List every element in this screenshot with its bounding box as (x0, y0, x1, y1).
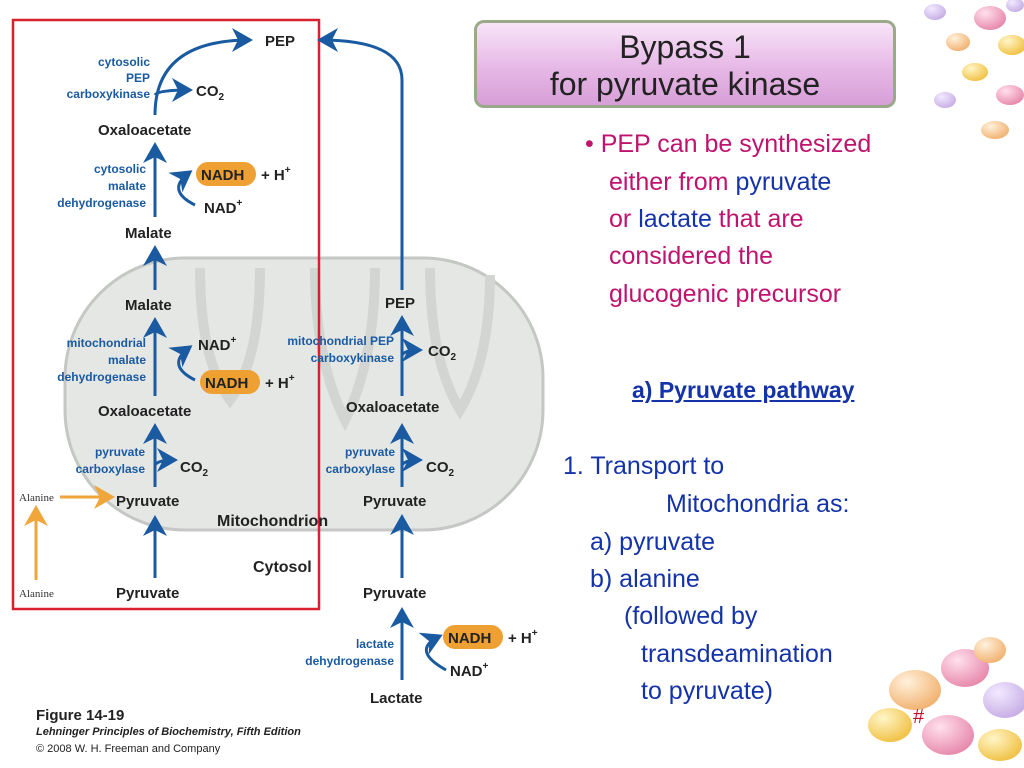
h-lactate-label: + H+ (508, 628, 538, 647)
co2-left-label: CO2 (180, 459, 209, 479)
cyto-mdh-line1: cytosolic (94, 162, 146, 176)
nadh-lactate-label: NADH (448, 630, 491, 647)
nad-mito-label: NAD+ (198, 335, 237, 354)
slide-number: # (913, 706, 925, 728)
pyr-carb-left-line2: carboxylase (76, 462, 146, 476)
bullet-line3-a: or (609, 205, 639, 233)
pyr-carb-right-line2: carboxylase (326, 462, 396, 476)
right-column-arrows (317, 28, 447, 680)
co2-right-top-label: CO2 (428, 343, 457, 363)
nadh-pill-lactate (443, 625, 503, 649)
malate-mito-label: Malate (125, 297, 172, 314)
ldh-line2: dehydrogenase (305, 654, 394, 668)
oaa-mito-left-label: Oxaloacetate (98, 403, 191, 420)
cyto-mdh-line3: dehydrogenase (57, 196, 146, 210)
pyr-carb-left-line1: pyruvate (95, 445, 145, 459)
section-heading: a) Pyruvate pathway (632, 377, 855, 403)
mito-mdh-line2: malate (108, 353, 146, 367)
pyruvate-mito-right-label: Pyruvate (363, 493, 426, 510)
transport-line2: Mitochondria as: (666, 490, 850, 518)
figure-copyright: © 2008 W. H. Freeman and Company (36, 743, 221, 755)
bullet-line2-a: either from (609, 168, 736, 196)
oaa-mito-right-label: Oxaloacetate (346, 399, 439, 416)
bullet-line5: glucogenic precursor (609, 280, 842, 308)
pyruvate-cyto-left-label: Pyruvate (116, 585, 179, 602)
nad-cyto-label: NAD+ (204, 198, 243, 217)
cyto-pepck-line2: PEP (126, 71, 150, 85)
cytosol-label: Cytosol (253, 559, 312, 576)
h-mito-label: + H+ (265, 373, 295, 392)
h-cyto-label: + H+ (261, 165, 291, 184)
mitochondrion-membrane (63, 256, 545, 532)
bullet-line1: • PEP can be synthesized (585, 130, 872, 158)
left-column-arrows (143, 28, 253, 578)
pep-mito-label: PEP (385, 295, 415, 312)
alanine-cyto-label: Alanine (19, 588, 54, 600)
nad-lactate-label: NAD+ (450, 661, 489, 680)
co2-right-label: CO2 (426, 459, 455, 479)
mito-pepck-line2: carboxykinase (311, 351, 395, 365)
nadh-pill-cyto (196, 162, 256, 186)
bullet-lactate: lactate (638, 205, 712, 233)
malate-cyto-label: Malate (125, 225, 172, 242)
candy-eggs-top-right (924, 0, 1024, 139)
pyruvate-cyto-right-label: Pyruvate (363, 585, 426, 602)
cyto-pepck-line3: carboxykinase (67, 87, 151, 101)
cyto-pepck-line1: cytosolic (98, 55, 150, 69)
alanine-arrows (24, 485, 115, 580)
transport-line4: b) alanine (590, 565, 700, 593)
lactate-label: Lactate (370, 690, 423, 707)
slide-title: Bypass 1 for pyruvate kinase (474, 20, 896, 108)
bullet-pyruvate: pyruvate (735, 168, 832, 196)
pyr-carb-right-line1: pyruvate (345, 445, 395, 459)
alanine-mito-label: Alanine (19, 492, 54, 504)
nadh-mito-label: NADH (205, 375, 248, 392)
bullet-line3: or lactate that are (609, 204, 804, 234)
nadh-pill-mito (200, 370, 260, 394)
left-side-arcs (153, 78, 196, 473)
cyto-mdh-line2: malate (108, 179, 146, 193)
candy-eggs-bottom-right (868, 637, 1024, 761)
pyruvate-mito-left-label: Pyruvate (116, 493, 179, 510)
title-line2: for pyruvate kinase (549, 66, 821, 102)
mitochondrion-label: Mitochondrion (217, 513, 328, 530)
transport-line6: transdeamination (641, 640, 833, 668)
transport-line7: to pyruvate) (641, 677, 774, 705)
figure-source: Lehninger Principles of Biochemistry, Fi… (36, 726, 301, 738)
mito-mdh-line3: dehydrogenase (57, 370, 146, 384)
co2-cyto: CO2 (196, 83, 225, 103)
ldh-line1: lactate (356, 637, 394, 651)
mito-pepck-line1: mitochondrial PEP (287, 334, 394, 348)
transport-line3: a) pyruvate (590, 528, 716, 556)
oaa-cyto-label: Oxaloacetate (98, 122, 191, 139)
bullet-line3-c: that are (711, 205, 804, 233)
transport-line1: 1. Transport to (563, 452, 725, 480)
bullet-line2: either from pyruvate (609, 167, 831, 197)
pep-top-label: PEP (265, 33, 295, 50)
figure-label: Figure 14-19 (36, 707, 125, 724)
title-line1: Bypass 1 (619, 29, 751, 65)
transport-line5: (followed by (624, 602, 758, 630)
bullet-line4: considered the (609, 242, 774, 270)
pyruvate-pathway-highlight (11, 18, 321, 611)
mito-mdh-line1: mitochondrial (67, 336, 146, 350)
nadh-cyto-label: NADH (201, 167, 244, 184)
